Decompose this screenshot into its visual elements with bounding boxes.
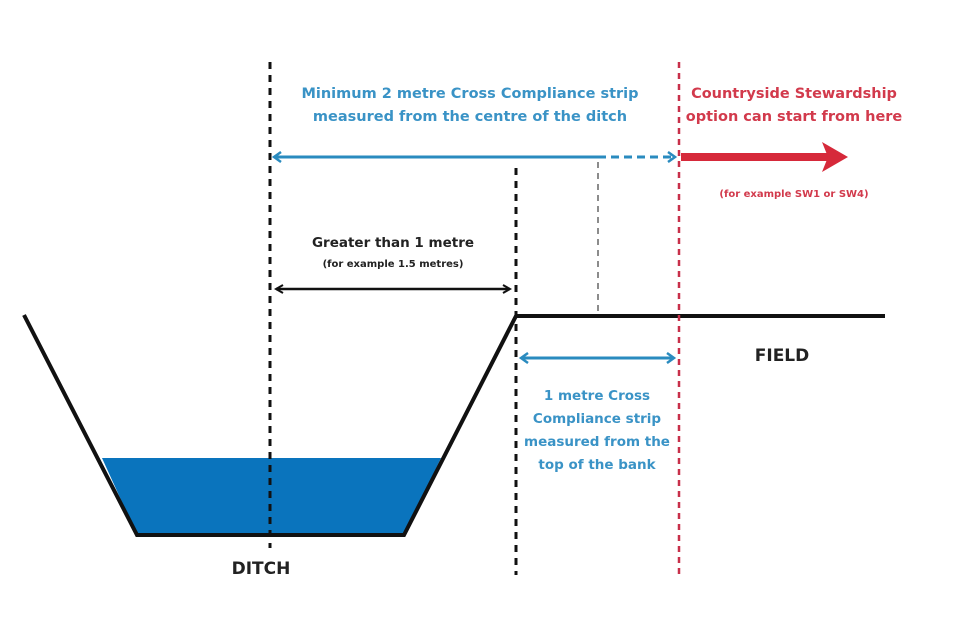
ditch-label: DITCH bbox=[232, 559, 291, 579]
field-label: FIELD bbox=[755, 346, 810, 366]
one-metre-label-line2: Compliance strip bbox=[533, 411, 662, 427]
greater-than-label-line1: Greater than 1 metre bbox=[312, 235, 474, 251]
one-metre-label-line3: measured from the bbox=[524, 434, 670, 450]
greater-than-label-line2: (for example 1.5 metres) bbox=[323, 259, 464, 270]
ditch-profile-line bbox=[22, 314, 885, 537]
stewardship-label-line1: Countryside Stewardship bbox=[691, 86, 897, 102]
stewardship-arrow-head bbox=[822, 142, 848, 172]
min-strip-label-line1: Minimum 2 metre Cross Compliance strip bbox=[301, 86, 638, 102]
one-metre-label-line1: 1 metre Cross bbox=[544, 388, 650, 404]
stewardship-example-label: (for example SW1 or SW4) bbox=[719, 189, 868, 200]
min-strip-label-line2: measured from the centre of the ditch bbox=[313, 109, 627, 125]
stewardship-label-line2: option can start from here bbox=[686, 109, 903, 125]
one-metre-label-line4: top of the bank bbox=[538, 457, 656, 473]
